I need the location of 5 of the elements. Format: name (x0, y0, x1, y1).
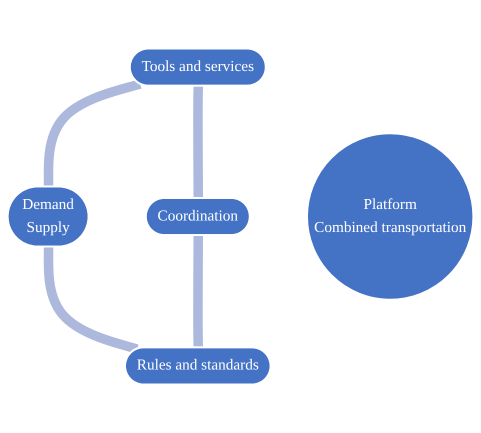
connector (193, 85, 204, 198)
node-circle: Platform Combined transportation (306, 132, 474, 301)
connector (44, 246, 139, 354)
connector (193, 236, 204, 349)
connector (44, 79, 142, 187)
